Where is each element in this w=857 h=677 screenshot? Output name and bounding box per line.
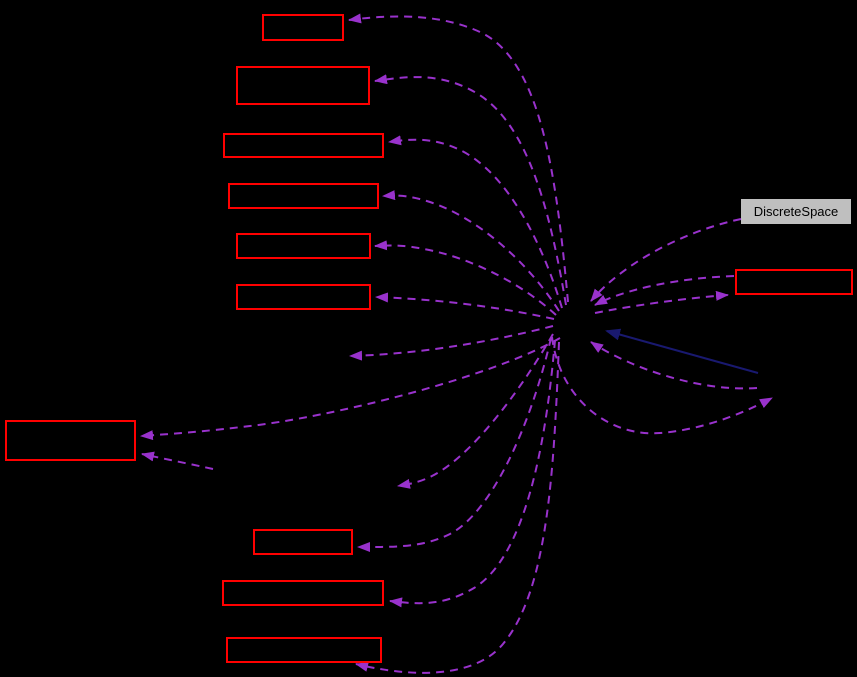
usage-edge bbox=[382, 190, 560, 312]
usage-edge bbox=[349, 325, 554, 361]
class-node-box-upper-2[interactable] bbox=[236, 66, 370, 105]
graph-edges bbox=[140, 13, 773, 674]
usage-edge bbox=[348, 13, 569, 303]
usage-edge bbox=[140, 337, 561, 441]
class-node-box-right[interactable] bbox=[735, 269, 853, 295]
usage-edge bbox=[590, 341, 758, 390]
class-node-box-top[interactable] bbox=[262, 14, 344, 41]
usage-edge bbox=[374, 240, 557, 316]
usage-edge bbox=[389, 339, 556, 608]
class-node-box-upper-3[interactable] bbox=[223, 133, 384, 158]
usage-edge bbox=[397, 333, 554, 489]
usage-edge bbox=[374, 74, 567, 306]
usage-edge bbox=[141, 451, 214, 470]
class-node-box-upper-4[interactable] bbox=[228, 183, 379, 209]
class-node-box-left[interactable] bbox=[5, 420, 136, 461]
inheritance-edge bbox=[605, 328, 759, 374]
class-node-box-bottom-small[interactable] bbox=[253, 529, 353, 555]
usage-edge bbox=[594, 290, 729, 314]
class-node-box-upper-5[interactable] bbox=[236, 233, 371, 259]
usage-edge bbox=[551, 336, 773, 435]
class-node-box-upper-6[interactable] bbox=[236, 284, 371, 310]
current-class-node[interactable]: DiscreteSpace bbox=[741, 199, 851, 224]
class-node-box-bottom-mid[interactable] bbox=[222, 580, 384, 606]
usage-edge bbox=[388, 135, 563, 309]
usage-edge bbox=[357, 337, 552, 553]
usage-edge bbox=[375, 292, 555, 320]
class-node-box-bottom-low[interactable] bbox=[226, 637, 382, 663]
usage-edge bbox=[594, 275, 735, 306]
usage-edge bbox=[590, 218, 742, 302]
usage-edge bbox=[355, 341, 560, 674]
